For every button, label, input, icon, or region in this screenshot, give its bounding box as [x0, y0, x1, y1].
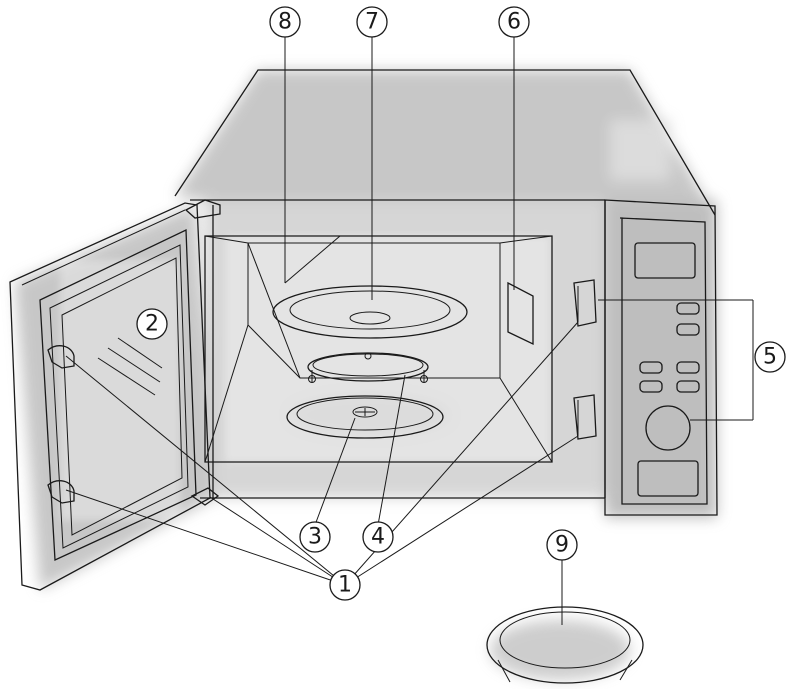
waveguide-cover: [507, 281, 534, 346]
callout-7-label: 7: [365, 10, 379, 35]
callout-3: 3: [299, 521, 331, 553]
callout-5-label: 5: [763, 345, 777, 370]
callout-6: 6: [498, 6, 530, 38]
callout-3-label: 3: [308, 525, 322, 550]
control-panel: [604, 199, 718, 516]
callout-6-label: 6: [507, 10, 521, 35]
door: [9, 199, 221, 591]
roller-ring: [307, 352, 429, 383]
callout-7: 7: [356, 6, 388, 38]
callout-4: 4: [362, 521, 394, 553]
callout-9: 9: [546, 529, 578, 561]
glass-tray: [272, 285, 468, 339]
latch-holes: [573, 279, 597, 440]
callout-2: 2: [136, 308, 168, 340]
roller-ring-loose: [486, 606, 644, 684]
callout-2-label: 2: [145, 312, 159, 337]
turntable-base: [286, 395, 444, 439]
callout-1-label: 1: [338, 573, 352, 598]
callout-8: 8: [269, 6, 301, 38]
callout-5: 5: [754, 341, 786, 373]
callout-8-label: 8: [278, 10, 292, 35]
callout-9-label: 9: [555, 533, 569, 558]
leader-lines: [65, 30, 754, 625]
callout-4-label: 4: [371, 525, 385, 550]
callout-1: 1: [329, 569, 361, 601]
